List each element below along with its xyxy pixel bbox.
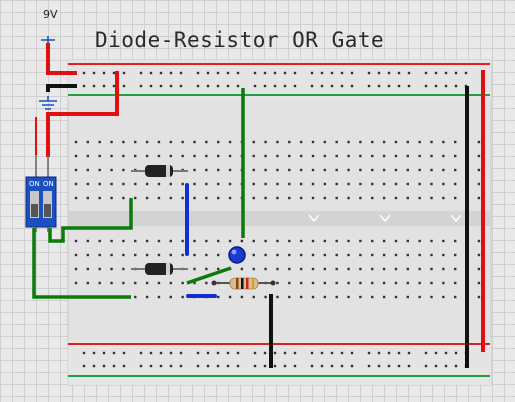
top-power-rail: [68, 60, 491, 100]
wire-supply-positive[interactable]: [46, 43, 77, 75]
led-icon[interactable]: [228, 246, 246, 264]
diode-icon[interactable]: [131, 263, 188, 275]
black-wires[interactable]: [46, 84, 469, 368]
battery-plus-icon: [41, 36, 55, 44]
diode-icon[interactable]: [131, 165, 188, 177]
wire-switch-a-to-diode[interactable]: [48, 198, 133, 243]
resistor-icon[interactable]: [211, 277, 276, 290]
wire-diag-to-led[interactable]: [186, 266, 232, 285]
blue-wires[interactable]: [185, 183, 217, 298]
dip-switch-label-1: ON: [29, 180, 40, 188]
red-wires[interactable]: [46, 43, 485, 352]
wire-positive-to-switch[interactable]: [46, 71, 119, 157]
dip-switch-icon[interactable]: [25, 155, 57, 232]
dip-switch-label-2: ON: [43, 180, 54, 188]
supply-voltage-label: 9V: [43, 8, 58, 21]
wire-supply-ground[interactable]: [46, 84, 77, 92]
channel-markers: [308, 214, 462, 223]
bottom-power-rail: [68, 340, 491, 385]
ground-icon: [39, 96, 57, 110]
diagram-title: Diode-Resistor OR Gate: [95, 28, 385, 52]
green-wires[interactable]: [32, 88, 245, 299]
center-channel: [68, 211, 491, 226]
wire-switch-b-to-diode[interactable]: [32, 228, 131, 299]
